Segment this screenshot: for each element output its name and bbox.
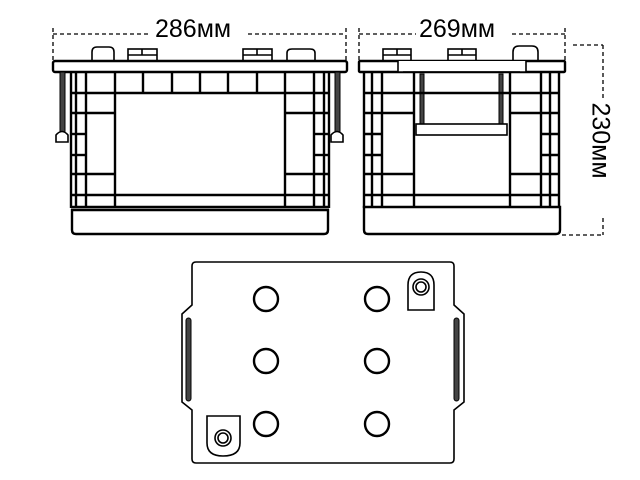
right-handle <box>453 317 460 402</box>
cell-cap-icon <box>252 285 280 313</box>
cell-caps <box>252 285 391 438</box>
height-dimension-label: 230мм <box>586 100 615 181</box>
front-terminal-left <box>91 46 115 62</box>
front-view <box>51 28 349 236</box>
left-handle <box>185 317 192 402</box>
side-vent-center <box>447 48 477 62</box>
cell-cap-icon <box>252 410 280 438</box>
left-hold-down-rod <box>59 71 66 135</box>
front-lid <box>51 59 349 74</box>
right-hold-down-rod <box>334 71 341 135</box>
length-dimension-label: 286мм <box>153 15 234 43</box>
cell-cap-icon <box>363 347 391 375</box>
side-view <box>357 28 604 236</box>
front-vent-left <box>127 48 158 62</box>
front-body-grid <box>69 72 331 209</box>
terminal-top-right <box>407 271 435 311</box>
front-vent-right <box>242 48 273 62</box>
side-base <box>362 205 562 236</box>
top-view <box>181 261 465 464</box>
length-dimension-line <box>52 28 347 62</box>
cell-cap-icon <box>252 347 280 375</box>
side-body-grid <box>362 72 561 208</box>
hold-down-bracket <box>415 123 508 136</box>
cell-cap-icon <box>363 285 391 313</box>
width-dimension-line <box>358 28 566 62</box>
terminal-bottom-left <box>206 415 241 457</box>
height-dimension-line <box>562 44 604 236</box>
top-view-outline <box>181 261 465 464</box>
side-terminal <box>512 45 539 62</box>
cell-cap-icon <box>363 410 391 438</box>
front-base <box>70 208 330 236</box>
side-vent-left <box>382 48 412 62</box>
front-terminal-right <box>286 48 316 62</box>
width-dimension-label: 269мм <box>417 15 498 43</box>
